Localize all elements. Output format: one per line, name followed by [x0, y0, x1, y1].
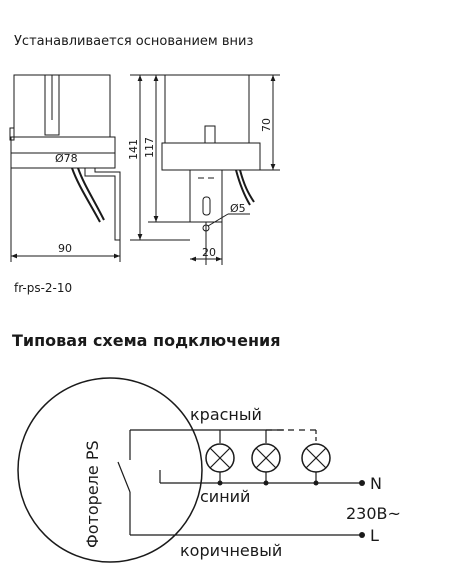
dim-height-mount: 117: [143, 137, 156, 158]
wire-red-label: красный: [190, 405, 262, 424]
dim-offset: 20: [202, 246, 216, 259]
terminal-l: L: [370, 526, 379, 545]
right-stem: [189, 169, 223, 223]
device-label: Фотореле PS: [83, 440, 102, 548]
lamp-1: [205, 430, 235, 483]
right-view: 141 117 70 Ø5 20: [127, 74, 280, 265]
wire-brown-label: коричневый: [180, 541, 282, 560]
install-note: Устанавливается основанием вниз: [14, 34, 254, 49]
left-view: 90 Ø78: [9, 74, 121, 262]
dim-diameter-body: Ø78: [55, 152, 78, 165]
section-title: Типовая схема подключения: [12, 331, 281, 350]
wire-blue-label: синий: [200, 487, 250, 506]
dim-height-total: 141: [127, 139, 140, 160]
lamp-2: [251, 430, 281, 483]
model-code: fr-ps-2-10: [14, 281, 73, 295]
right-base: [161, 142, 261, 171]
terminal-n: N: [370, 474, 382, 493]
photorelay-circle: [17, 377, 203, 563]
right-body: [164, 74, 250, 144]
voltage-label: 230В~: [346, 504, 401, 523]
dim-width: 90: [58, 242, 72, 255]
dim-height-body: 70: [260, 118, 273, 132]
left-body: [13, 74, 111, 138]
lamp-3: [301, 443, 331, 483]
wiring-schematic: Фотореле PS красный: [17, 377, 401, 563]
dim-diameter-hole: Ø5: [230, 202, 246, 215]
